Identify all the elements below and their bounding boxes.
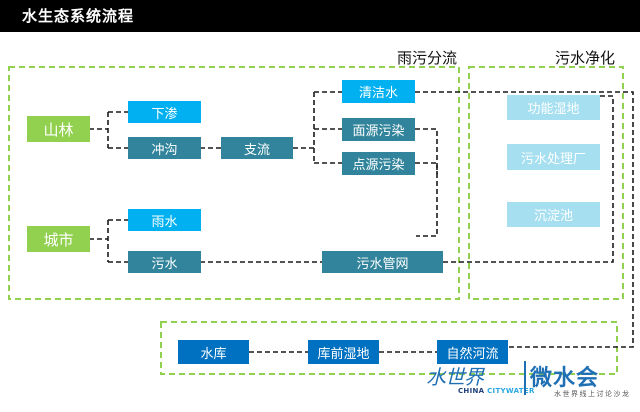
node-nonpoint-pollution: 面源污染 [342,118,415,141]
node-functional-wetland: 功能湿地 [507,95,600,120]
connector-network-to-purification [443,95,614,263]
citywater-logo: 水世界 CHINA CITYWATER 微水会 水世界线上讨论沙龙 [420,357,640,412]
region-sewage-purification [468,66,624,300]
node-city: 城市 [27,226,90,252]
logo-script-text: 水世界 [426,365,484,389]
logo-sub-text: CHINA CITYWATER [458,387,535,395]
connector-mountain-branch [89,111,128,149]
node-rainwater: 雨水 [128,209,201,231]
logo-divider [524,361,526,395]
connector-nonpoint-to-network [415,128,438,174]
region-rain-sewage-separation [8,66,460,300]
connector-clean-water-wetland [415,91,634,348]
node-clean-water: 清洁水 [342,80,415,103]
logo-mark-text: 微水会 [530,366,600,391]
connector-lines [89,91,634,353]
node-natural-river: 自然河流 [437,340,508,364]
header-bar: 水生态系统流程 [0,0,640,32]
node-reservoir: 水库 [178,340,249,364]
node-tributary: 支流 [221,137,293,159]
region-reservoir-chain [160,321,618,375]
node-pre-reservoir-wetland: 库前湿地 [308,340,379,364]
connector-point-to-network [415,162,438,237]
node-mountain-forest: 山林 [27,116,90,142]
node-sewage-treatment-plant: 污水处理厂 [507,144,600,170]
node-sewage: 污水 [128,251,201,273]
connector-city-branch [89,219,128,263]
region-label-separation: 雨污分流 [397,49,458,67]
page-title: 水生态系统流程 [22,7,135,25]
node-point-pollution: 点源污染 [342,152,415,175]
node-sedimentation-tank: 沉淀池 [507,202,600,227]
region-label-purification: 污水净化 [555,49,616,67]
node-sewer-network: 污水管网 [322,251,443,273]
connector-tributary-branch [293,91,342,164]
logo-tagline: 水世界线上讨论沙龙 [554,390,631,398]
node-infiltration: 下渗 [128,101,201,123]
node-gully-flow: 冲沟 [128,137,201,159]
